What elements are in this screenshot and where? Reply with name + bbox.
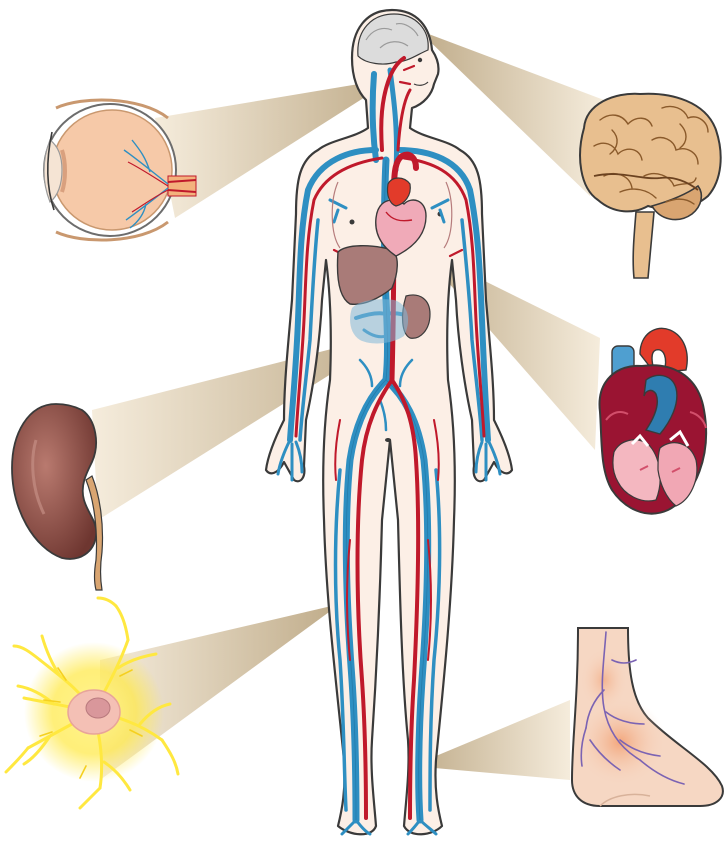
brain-icon — [580, 94, 721, 278]
navel — [385, 438, 391, 442]
nipple-left — [350, 220, 355, 225]
kidney-icon — [12, 404, 103, 590]
heart-icon — [600, 328, 707, 513]
intestine-vessels — [350, 299, 408, 343]
foot-icon — [572, 628, 723, 806]
face-eye — [418, 58, 422, 62]
nerve-cell-icon — [6, 598, 178, 808]
